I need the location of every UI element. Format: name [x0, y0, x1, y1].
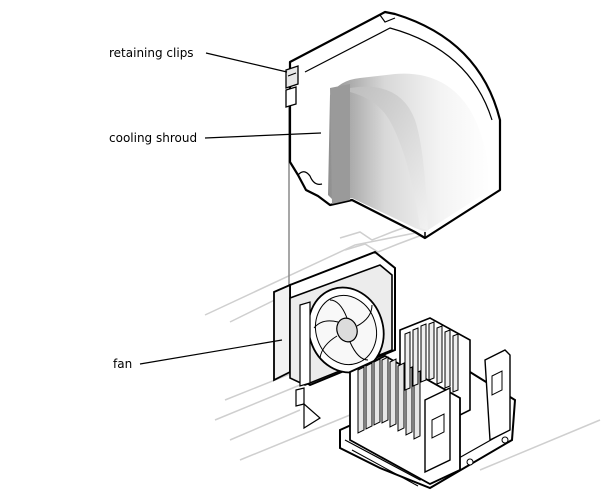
fan-label: fan: [113, 357, 133, 371]
leader-cooling-shroud: [204, 132, 322, 139]
heat-sink-drawing: [339, 317, 517, 490]
leader-lines: [139, 52, 322, 365]
retaining-clip-upper: [285, 65, 299, 89]
fan-drawing: [273, 250, 396, 430]
retaining-clips-label: retaining clips: [109, 46, 194, 60]
board-outline: [204, 221, 601, 471]
retaining-clip-lower: [285, 86, 297, 108]
leader-fan: [139, 339, 283, 365]
cooling-shroud-drawing: [288, 10, 502, 240]
cooling-shroud-label: cooling shroud: [109, 131, 198, 145]
leader-retaining-clips: [205, 52, 288, 73]
